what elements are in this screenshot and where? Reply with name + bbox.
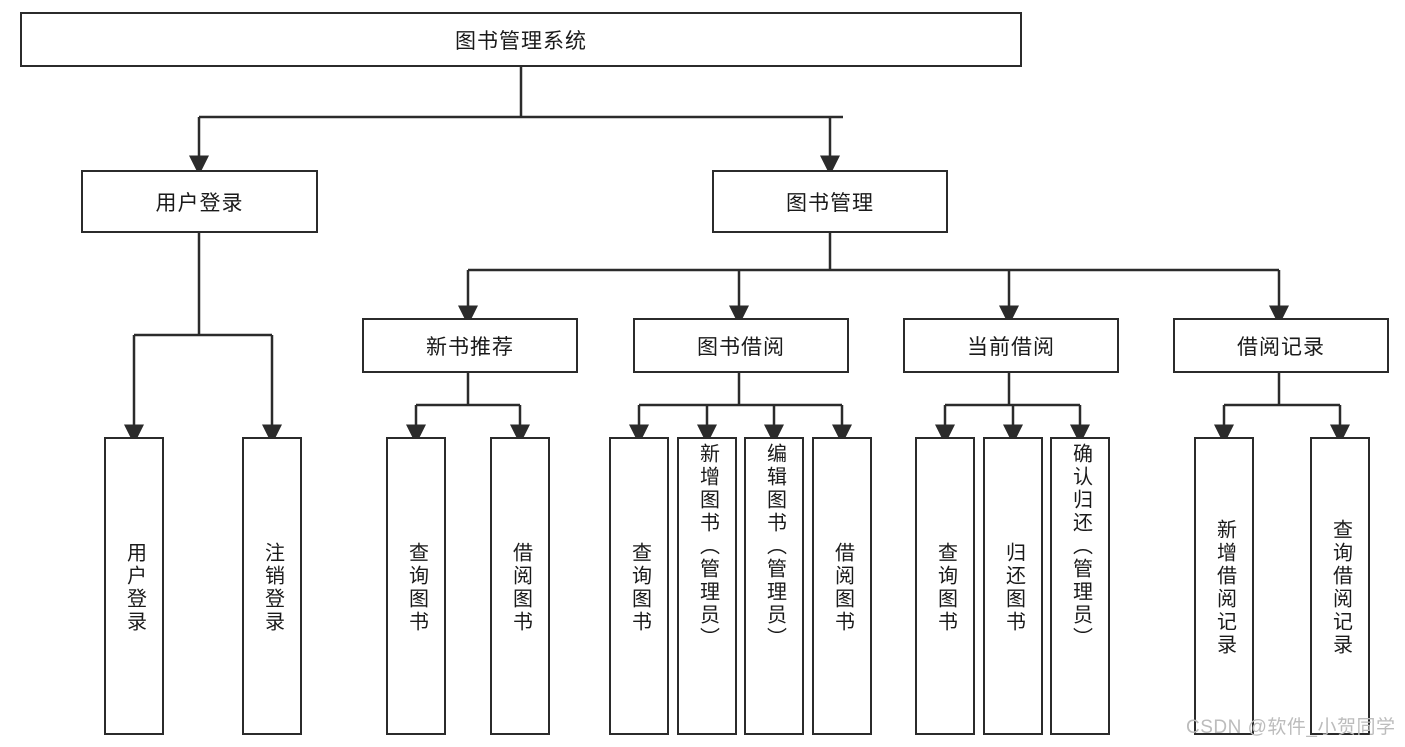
node-leaf-borrow-book-2-label: 借阅图书 [831,542,854,634]
node-leaf-query-book-2[interactable]: 查询图书 [609,437,669,735]
node-current-borrow[interactable]: 当前借阅 [903,318,1119,373]
node-leaf-borrow-book-1-label: 借阅图书 [509,542,532,634]
node-leaf-add-record[interactable]: 新增借阅记录 [1194,437,1254,735]
node-leaf-return-book-label: 归还图书 [1002,542,1025,634]
node-leaf-user-login-label: 用户登录 [123,542,146,634]
node-root-label: 图书管理系统 [455,29,587,53]
node-leaf-query-record[interactable]: 查询借阅记录 [1310,437,1370,735]
node-leaf-query-book-3-label: 查询图书 [934,542,957,634]
node-book-borrow[interactable]: 图书借阅 [633,318,849,373]
node-user-login[interactable]: 用户登录 [81,170,318,233]
node-leaf-add-book-label: 新增图书（管理员） [696,443,719,650]
node-borrow-record-label: 借阅记录 [1237,335,1325,359]
node-leaf-query-book-1[interactable]: 查询图书 [386,437,446,735]
node-leaf-borrow-book-1[interactable]: 借阅图书 [490,437,550,735]
node-leaf-query-book-3[interactable]: 查询图书 [915,437,975,735]
node-leaf-user-login[interactable]: 用户登录 [104,437,164,735]
node-leaf-borrow-book-2[interactable]: 借阅图书 [812,437,872,735]
node-leaf-add-record-label: 新增借阅记录 [1213,519,1236,657]
node-book-borrow-label: 图书借阅 [697,335,785,359]
node-root[interactable]: 图书管理系统 [20,12,1022,67]
node-leaf-edit-book-label: 编辑图书（管理员） [763,443,786,650]
node-leaf-return-book[interactable]: 归还图书 [983,437,1043,735]
node-borrow-record[interactable]: 借阅记录 [1173,318,1389,373]
watermark: CSDN @软件_小贺同学 [1186,717,1396,738]
node-book-management-label: 图书管理 [786,191,874,215]
node-leaf-query-book-2-label: 查询图书 [628,542,651,634]
node-book-management[interactable]: 图书管理 [712,170,948,233]
node-leaf-add-book[interactable]: 新增图书（管理员） [677,437,737,735]
node-leaf-edit-book[interactable]: 编辑图书（管理员） [744,437,804,735]
node-current-borrow-label: 当前借阅 [967,335,1055,359]
node-user-login-label: 用户登录 [155,191,244,215]
node-leaf-query-book-1-label: 查询图书 [405,542,428,634]
node-leaf-confirm-return[interactable]: 确认归还（管理员） [1050,437,1110,735]
node-leaf-query-record-label: 查询借阅记录 [1329,519,1352,657]
node-leaf-logout-login[interactable]: 注销登录 [242,437,302,735]
node-leaf-logout-login-label: 注销登录 [261,542,284,634]
node-leaf-confirm-return-label: 确认归还（管理员） [1069,443,1092,650]
node-new-book-recommend[interactable]: 新书推荐 [362,318,578,373]
node-new-book-recommend-label: 新书推荐 [426,335,514,359]
